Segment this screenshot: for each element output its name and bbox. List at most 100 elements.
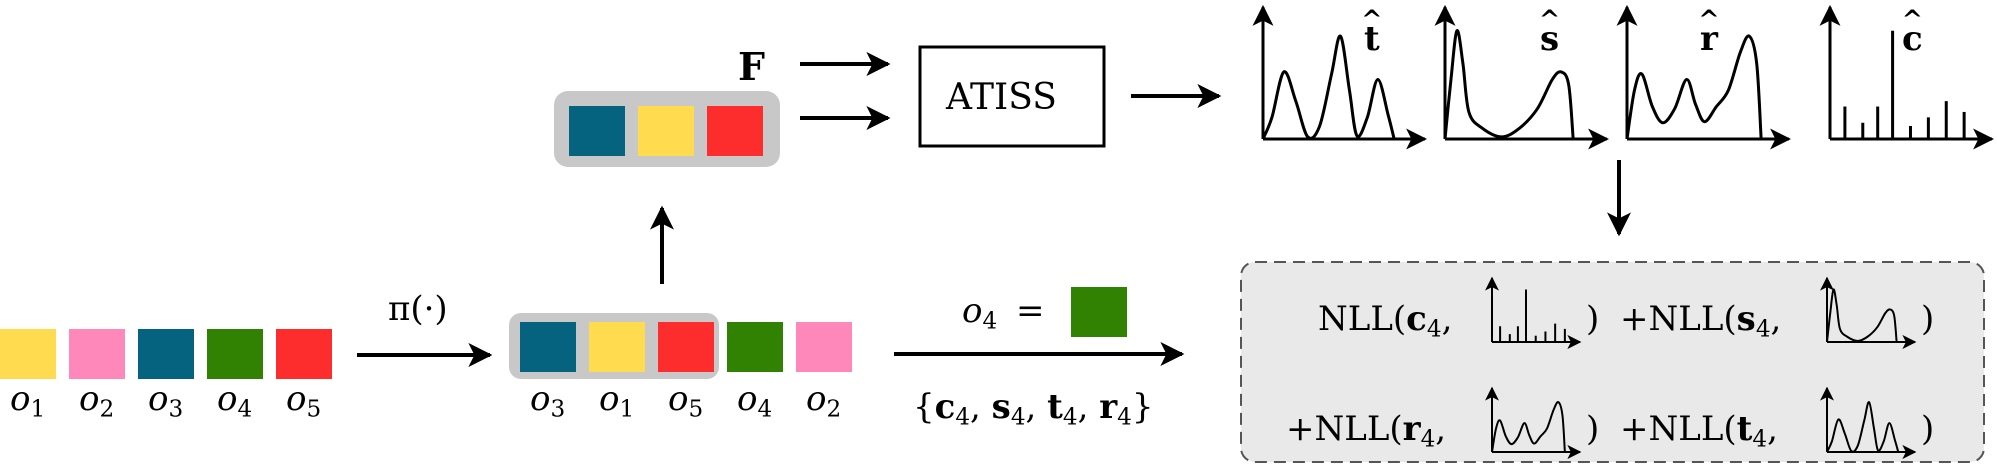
context-square-2 <box>638 106 694 156</box>
nll-prefix-s: + <box>1620 299 1649 339</box>
permuted-object-name-2: o <box>599 379 620 419</box>
left-object-sub-4: 4 <box>237 396 253 423</box>
nll-comma-t: , <box>1767 409 1778 449</box>
nll-symbol-c: c <box>1406 299 1427 339</box>
attribute-separator: , <box>1025 387 1048 427</box>
attribute-symbol-t: t <box>1047 387 1063 427</box>
nll-plot-r-curve <box>1491 401 1566 453</box>
permuted-object-square-1 <box>520 322 576 372</box>
nll-sub-t: 4 <box>1752 426 1768 453</box>
dist-label-c: c <box>1902 22 1923 56</box>
nll-plot-s-curve <box>1826 288 1898 343</box>
permuted-object-sub-4: 4 <box>757 396 773 423</box>
nll-close-r: ) <box>1586 409 1600 449</box>
permuted-object-square-5 <box>796 322 852 372</box>
permuted-object-label-2: o1 <box>599 382 634 422</box>
nll-comma-r: , <box>1435 409 1447 449</box>
attribute-symbol-c: c <box>934 387 956 427</box>
context-square-3 <box>707 106 763 156</box>
atiss-box <box>918 45 1106 148</box>
context-square-1 <box>569 106 625 156</box>
target-object-name: o <box>962 291 983 331</box>
nll-fn-s: NLL( <box>1648 299 1737 339</box>
permutation-label: π(·) <box>388 289 448 329</box>
nll-close-s: ) <box>1921 299 1935 339</box>
target-equation: o4 = <box>962 294 1045 334</box>
permuted-object-sub-2: 1 <box>619 396 635 423</box>
left-object-square-3 <box>138 329 194 379</box>
nll-term-c: NLL(c4, <box>1318 302 1452 342</box>
target-object-square <box>1071 287 1127 337</box>
dist-r-curve <box>1625 34 1763 140</box>
left-object-name-1: o <box>10 379 31 419</box>
atiss-label: ATISS <box>946 77 1057 118</box>
permuted-object-square-2 <box>589 322 645 372</box>
attribute-separator: , <box>1077 387 1100 427</box>
nll-sub-c: 4 <box>1426 316 1442 343</box>
nll-symbol-t: t <box>1736 409 1753 449</box>
nll-plot-t-curve <box>1826 401 1900 453</box>
target-object-sub: 4 <box>982 308 998 335</box>
permuted-object-name-5: o <box>806 379 827 419</box>
left-object-label-3: o3 <box>148 382 183 422</box>
left-object-square-1 <box>0 329 56 379</box>
left-object-label-1: o1 <box>10 382 45 422</box>
dist-symbol-c: c <box>1902 22 1923 56</box>
left-object-label-2: o2 <box>79 382 114 422</box>
attribute-symbol-s: s <box>991 387 1011 427</box>
dist-symbol-r: r <box>1700 22 1718 56</box>
nll-term-r: +NLL(r4, <box>1286 412 1446 452</box>
attribute-sub-r: 4 <box>1117 404 1132 431</box>
permuted-object-sub-1: 3 <box>550 396 566 423</box>
left-object-label-4: o4 <box>217 382 252 422</box>
nll-sub-r: 4 <box>1420 426 1436 453</box>
nll-close-c: ) <box>1586 299 1600 339</box>
left-object-square-5 <box>276 329 332 379</box>
left-object-sub-3: 3 <box>168 396 184 423</box>
dist-symbol-t: t <box>1364 22 1380 56</box>
attribute-sub-t: 4 <box>1062 404 1078 431</box>
permuted-object-label-1: o3 <box>530 382 565 422</box>
target-attributes: {c4, s4, t4, r4} <box>913 390 1153 430</box>
left-object-name-2: o <box>79 379 100 419</box>
nll-prefix-r: + <box>1286 409 1315 449</box>
permuted-object-label-5: o2 <box>806 382 841 422</box>
left-object-square-4 <box>207 329 263 379</box>
attribute-separator: , <box>970 387 992 427</box>
context-label: F <box>738 44 765 89</box>
left-object-sub-2: 2 <box>99 396 115 423</box>
nll-panel <box>1240 261 1985 463</box>
nll-sub-s: 4 <box>1755 316 1771 343</box>
nll-close-t: ) <box>1921 409 1935 449</box>
nll-comma-s: , <box>1770 299 1782 339</box>
dist-label-r: r <box>1700 22 1718 56</box>
permuted-object-name-4: o <box>737 379 758 419</box>
left-object-name-5: o <box>286 379 307 419</box>
nll-prefix-t: + <box>1620 409 1649 449</box>
attributes-close-brace: } <box>1131 387 1154 427</box>
nll-comma-c: , <box>1441 299 1453 339</box>
nll-fn-t: NLL( <box>1648 409 1737 449</box>
nll-symbol-r: r <box>1402 409 1421 449</box>
permuted-object-name-3: o <box>668 379 689 419</box>
left-object-label-5: o5 <box>286 382 321 422</box>
dist-label-s: s <box>1540 22 1559 56</box>
dist-label-t: t <box>1364 22 1380 56</box>
left-object-name-4: o <box>217 379 238 419</box>
nll-fn-r: NLL( <box>1314 409 1403 449</box>
dist-symbol-s: s <box>1540 22 1559 56</box>
dist-t-curve <box>1261 34 1396 140</box>
nll-term-t: +NLL(t4, <box>1620 412 1778 452</box>
nll-symbol-s: s <box>1736 299 1756 339</box>
attribute-sub-s: 4 <box>1010 404 1026 431</box>
permuted-object-sub-5: 2 <box>826 396 842 423</box>
nll-fn-c: NLL( <box>1318 299 1407 339</box>
left-object-square-2 <box>69 329 125 379</box>
attributes-open-brace: { <box>913 387 935 427</box>
dist-s-curve <box>1443 29 1575 140</box>
permuted-object-square-3 <box>658 322 714 372</box>
permuted-object-square-4 <box>727 322 783 372</box>
attribute-sub-c: 4 <box>955 404 971 431</box>
nll-term-s: +NLL(s4, <box>1620 302 1781 342</box>
